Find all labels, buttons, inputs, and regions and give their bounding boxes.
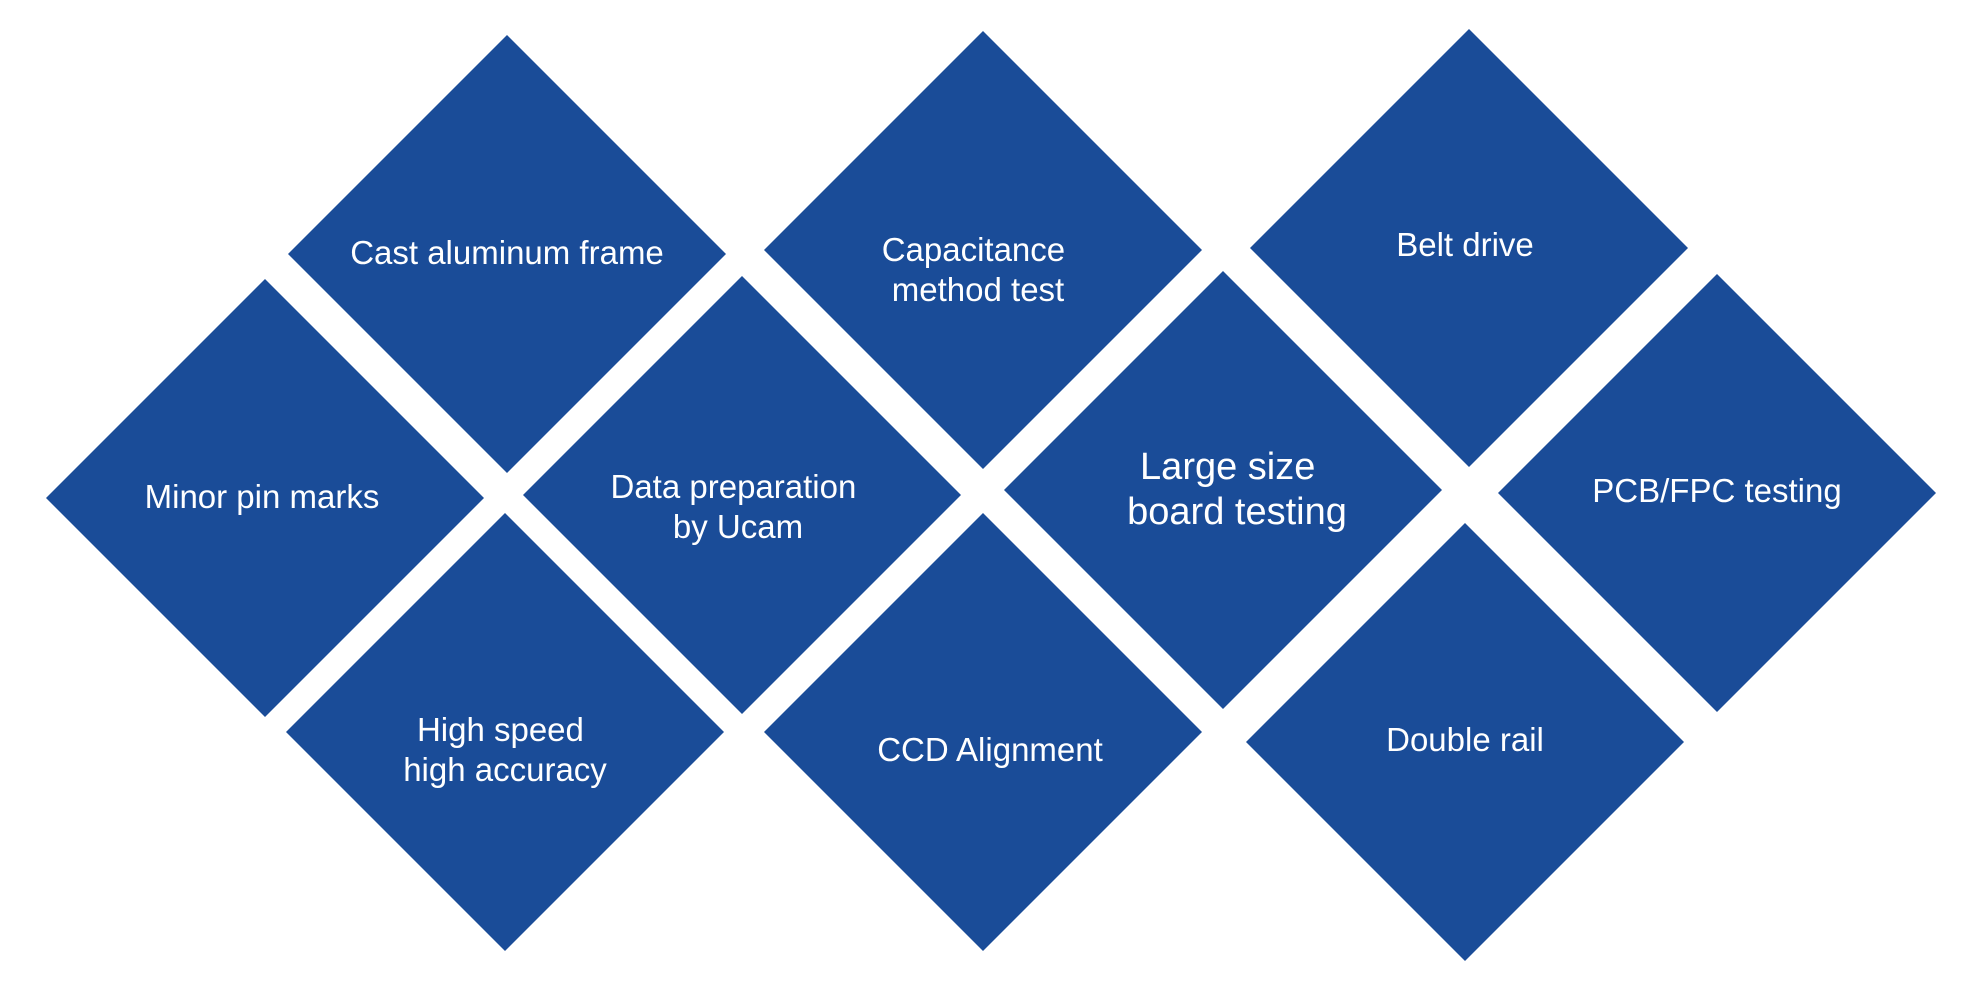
tile-high-speed-high-accuracy: High speed high accuracy — [286, 513, 724, 951]
tile-label: PCB/FPC testing — [1592, 472, 1841, 509]
diamond-shape — [1498, 274, 1936, 712]
diamond-shape — [1004, 271, 1442, 709]
tile-label-line: Belt drive — [1396, 226, 1534, 263]
tile-cast-aluminum-frame: Cast aluminum frame — [288, 35, 726, 473]
tile-large-size-board-testing: Large size board testing — [1004, 271, 1442, 709]
diamond-shape — [46, 279, 484, 717]
tile-minor-pin-marks: Minor pin marks — [46, 279, 484, 717]
diamond-shape — [764, 31, 1202, 469]
tile-data-preparation-by-ucam: Data preparation by Ucam — [523, 276, 961, 714]
tile-label-line: Capacitance — [882, 231, 1065, 268]
tile-capacitance-method-test: Capacitance method test — [764, 31, 1202, 469]
tile-label-line: high accuracy — [403, 751, 607, 788]
tile-label-line: Data preparation — [611, 468, 857, 505]
tile-label-line: Large size — [1140, 446, 1315, 488]
diamond-shape — [1246, 523, 1684, 961]
tile-label-line: by Ucam — [673, 508, 803, 545]
tile-label-line: Minor pin marks — [145, 478, 380, 515]
tile-label-line: method test — [892, 271, 1064, 308]
tile-label: Minor pin marks — [145, 478, 380, 515]
tile-label-line: Double rail — [1386, 721, 1544, 758]
tile-label-line: PCB/FPC testing — [1592, 472, 1841, 509]
tile-label-line: board testing — [1127, 491, 1347, 533]
tile-pcb-fpc-testing: PCB/FPC testing — [1498, 274, 1936, 712]
tile-double-rail: Double rail — [1246, 523, 1684, 961]
tile-label: Capacitance method test — [882, 231, 1075, 308]
diamond-shape — [286, 513, 724, 951]
tile-label-line: Cast aluminum frame — [350, 234, 664, 271]
tile-label: Double rail — [1386, 721, 1544, 758]
diamond-shape — [523, 276, 961, 714]
tile-label: Cast aluminum frame — [350, 234, 664, 271]
tile-label: CCD Alignment — [877, 731, 1103, 768]
tile-label-line: CCD Alignment — [877, 731, 1103, 768]
tile-label: High speed high accuracy — [403, 711, 607, 788]
diamond-shape — [288, 35, 726, 473]
tile-label: Belt drive — [1396, 226, 1534, 263]
tile-belt-drive: Belt drive — [1250, 29, 1688, 467]
tile-ccd-alignment: CCD Alignment — [764, 513, 1202, 951]
diamond-shape — [764, 513, 1202, 951]
diamond-shape — [1250, 29, 1688, 467]
tile-label-line: High speed — [417, 711, 584, 748]
tile-label: Data preparation by Ucam — [611, 468, 866, 545]
tile-label: Large size board testing — [1127, 446, 1347, 533]
